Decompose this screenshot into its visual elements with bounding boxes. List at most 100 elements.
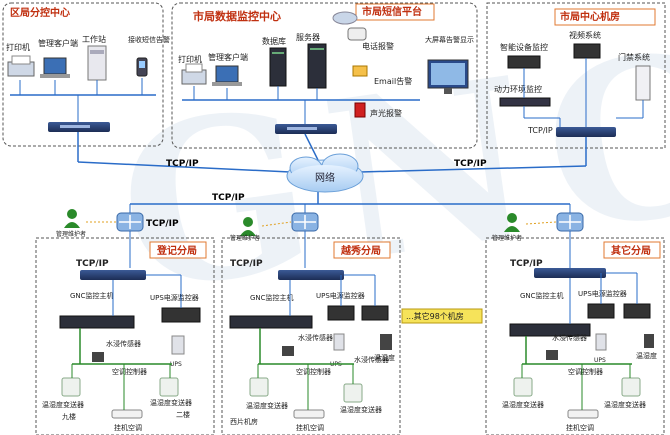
other-ac-label: 挂机空调	[566, 423, 594, 432]
other-th-meter-label: 温湿度	[636, 351, 657, 360]
tcpip-right: TCP/IP	[454, 159, 487, 169]
thermo-hygrometer-icon	[380, 334, 392, 350]
other-th1-label: 温湿度变送器	[502, 400, 544, 409]
district-client-label: 管理客户端	[38, 38, 78, 48]
admin-right-label: 管理维护者	[492, 234, 522, 242]
thermo-hygrometer-icon	[513, 377, 533, 397]
water-sensor-icon	[546, 350, 558, 360]
city-monitor-title: 市局数据监控中心	[193, 9, 281, 23]
city-database-label: 数据库	[262, 36, 286, 46]
tcpip-left: TCP/IP	[166, 159, 199, 169]
switch-icon	[278, 270, 344, 280]
cloud-label: 网络	[315, 171, 335, 184]
sms-platform-title: 市局短信平台	[362, 5, 422, 18]
district-switch-icon	[48, 122, 110, 132]
thermo-hygrometer-icon	[621, 377, 641, 397]
database-server-icon	[269, 47, 287, 87]
sound-light-alarm-label: 声光报警	[370, 108, 402, 118]
big-screen-label: 大屏幕告警显示	[425, 35, 474, 44]
district-sms-label: 接收短信告警	[128, 35, 170, 44]
laptop-icon	[40, 57, 70, 78]
yuexiu-ac-ctrl-label: 空调控制器	[296, 367, 331, 376]
dengji-th2-loc: 二楼	[176, 410, 190, 419]
city-server-label: 服务器	[296, 32, 320, 42]
thermo-hygrometer-icon	[249, 377, 269, 397]
email-alarm-label: Email告警	[374, 76, 412, 86]
other-host-label: GNC监控主机	[520, 291, 564, 300]
admin-mid-label: 管理维护者	[230, 234, 260, 242]
city-client-label: 管理客户端	[208, 52, 248, 62]
dengji-ac-ctrl-label: 空调控制器	[112, 367, 147, 376]
printer-icon	[7, 55, 35, 77]
water-sensor-icon	[282, 346, 294, 356]
district-printer-label: 打印机	[6, 42, 30, 52]
air-conditioner-icon	[293, 409, 325, 419]
admin-person-icon	[240, 217, 256, 236]
dengji-th2-label: 温湿度变送器	[150, 398, 192, 407]
city-switch-icon	[275, 124, 337, 134]
tcpip-branch-left: TCP/IP	[146, 219, 179, 229]
other-water-label: 水浸传感器	[552, 333, 587, 342]
other-th2-label: 温湿度变送器	[604, 400, 646, 409]
city-printer-label: 打印机	[178, 54, 202, 64]
ups-monitor-icon	[327, 305, 355, 321]
thermo-hygrometer-icon	[644, 334, 654, 348]
monitor-host-icon	[59, 315, 135, 329]
monitor-host-icon	[509, 323, 591, 337]
other-tcpip: TCP/IP	[510, 259, 543, 269]
other-title: 其它分局	[611, 244, 651, 257]
yuexiu-ups-monitor-label: UPS电源监控器	[316, 291, 365, 300]
yuexiu-water-label: 水浸传感器	[298, 333, 333, 342]
dengji-ups-monitor-label: UPS电源监控器	[150, 293, 199, 302]
dengji-ups-label: UPS	[170, 361, 182, 368]
video-system-label: 视频系统	[569, 30, 601, 40]
yuexiu-title: 越秀分局	[340, 244, 381, 257]
phone-icon	[136, 57, 148, 77]
smart-device-icon	[507, 55, 541, 69]
telephone-icon	[347, 27, 367, 41]
yuexiu-box	[221, 237, 401, 435]
district-box	[2, 2, 164, 147]
printer-icon	[181, 63, 207, 85]
air-conditioner-icon	[567, 409, 599, 419]
access-system-label: 门禁系统	[618, 52, 650, 62]
other-box	[485, 237, 665, 435]
others-note: ...其它98个机房	[406, 311, 464, 321]
district-workstation-label: 工作站	[82, 34, 106, 44]
ups-monitor-icon	[587, 303, 615, 319]
other-ac-ctrl-label: 空调控制器	[568, 367, 603, 376]
dengji-water-label: 水浸传感器	[106, 339, 141, 348]
yuexiu-th1-label: 温湿度变送器	[246, 401, 288, 410]
server-rack-icon	[307, 43, 327, 89]
machine-room-box	[486, 2, 666, 149]
yuexiu-water2-label: 水浸传感器	[354, 355, 389, 364]
dengji-th1-loc: 九楼	[62, 412, 76, 421]
other-ups-label: UPS	[594, 357, 606, 364]
water-sensor-icon	[92, 352, 104, 362]
yuexiu-th-meter-label: 温湿度	[374, 353, 395, 362]
monitor-host-icon	[229, 315, 313, 329]
machine-room-switch-icon	[556, 127, 616, 137]
yuexiu-host-label: GNC监控主机	[250, 293, 294, 302]
smart-monitor-label: 智能设备监控	[500, 42, 548, 52]
admin-person-icon	[64, 209, 80, 228]
thermo-hygrometer-icon	[343, 383, 363, 403]
dengji-th1-label: 温湿度变送器	[42, 400, 84, 409]
sms-platform-icon	[332, 11, 358, 25]
admin-left-label: 管理维护者	[56, 230, 86, 238]
phone-alarm-label: 电话报警	[362, 41, 394, 51]
city-monitor-box	[171, 2, 478, 149]
yuexiu-th1-loc: 西片机房	[230, 417, 258, 426]
other-ups-monitor-label: UPS电源监控器	[578, 289, 627, 298]
ups-monitor-icon	[361, 305, 389, 321]
ups-monitor-icon	[161, 307, 201, 323]
dengji-ac-label: 挂机空调	[114, 423, 142, 432]
tcpip-mid: TCP/IP	[212, 193, 245, 203]
alarm-light-icon	[354, 102, 366, 118]
admin-person-icon	[504, 213, 520, 232]
ups-monitor-icon	[623, 303, 651, 319]
access-control-icon	[635, 65, 651, 101]
env-monitor-icon	[499, 97, 551, 107]
yuexiu-th2-label: 温湿度变送器	[340, 405, 382, 414]
